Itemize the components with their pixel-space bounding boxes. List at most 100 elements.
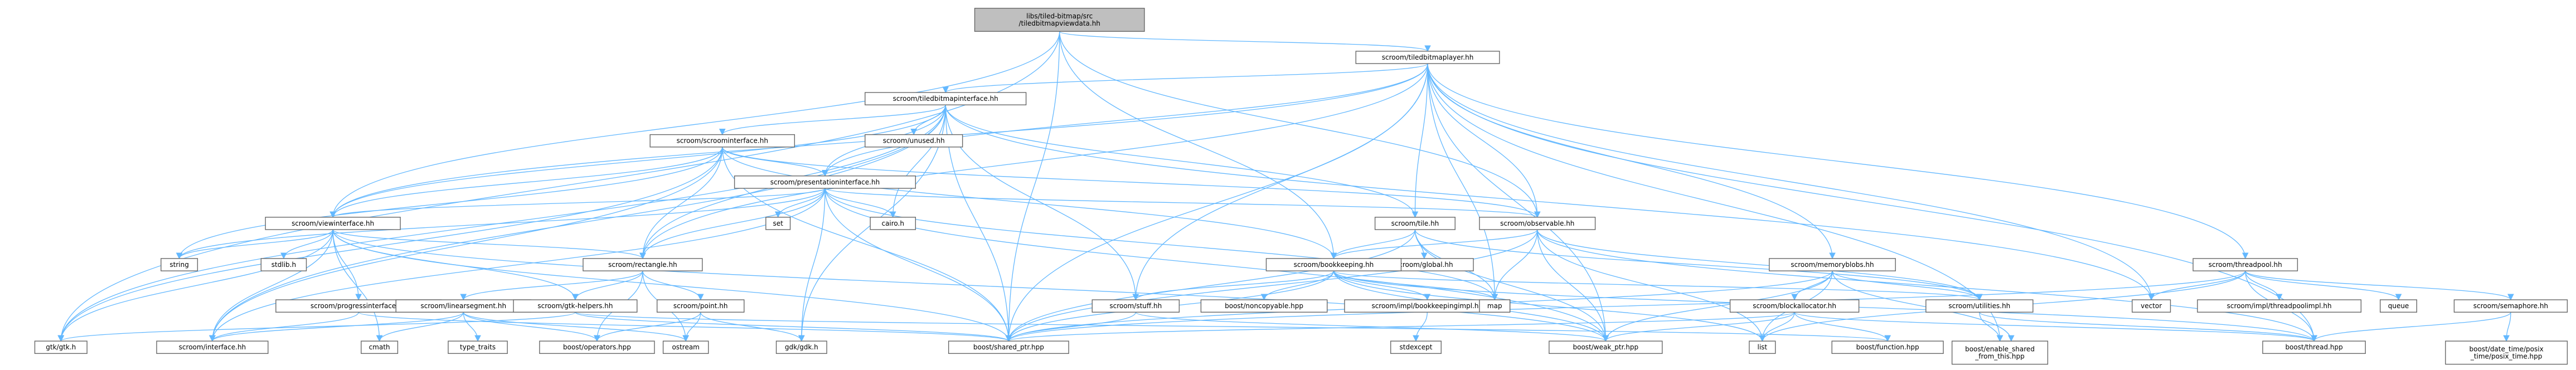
node-tiledbitmaplayer[interactable]: scroom/tiledbitmaplayer.hh	[1355, 51, 1500, 64]
node-gtk[interactable]: gtk/gtk.h	[34, 340, 88, 354]
edge-stuff-to-weak_ptr	[1135, 311, 1609, 342]
node-label: scroom/linearsegment.hh	[421, 302, 507, 310]
node-label: gdk/gdk.h	[785, 343, 818, 351]
edge-bookkeeping-to-bookkeepingimpl	[1333, 270, 1431, 301]
edge-presentationinterface-to-observable	[824, 188, 1541, 218]
edge-viewinterface-to-weak_ptr	[332, 230, 1609, 342]
node-blockallocator[interactable]: scroom/blockallocator.hh	[1729, 299, 1860, 313]
edge-blockallocator-to-weak_ptr	[1602, 311, 1795, 342]
node-viewinterface[interactable]: scroom/viewinterface.hh	[265, 217, 401, 230]
node-interface[interactable]: scroom/interface.hh	[156, 340, 269, 354]
edge-presentationinterface-to-gdk	[798, 188, 826, 342]
edge-memoryblobs-to-weak_ptr	[1602, 271, 1833, 342]
node-label: string	[169, 261, 188, 269]
node-presentationinterface[interactable]: scroom/presentationinterface.hh	[734, 175, 916, 189]
node-thread[interactable]: boost/thread.hpp	[2262, 340, 2366, 354]
edge-observable-to-map	[1491, 230, 1538, 301]
node-vector[interactable]: vector	[2132, 299, 2171, 313]
edge-root-to-tiledbitmaplayer	[1059, 31, 1431, 52]
node-threadpoolimpl[interactable]: scroom/impl/threadpoolimpl.hh	[2197, 299, 2362, 313]
node-observable[interactable]: scroom/observable.hh	[1479, 217, 1596, 230]
edge-scroominterface-to-bookkeeping	[722, 147, 1337, 260]
node-box	[2262, 340, 2366, 354]
node-gdk[interactable]: gdk/gdk.h	[775, 340, 827, 354]
node-stuff[interactable]: scroom/stuff.hh	[1091, 299, 1180, 313]
edge-threadpool-to-threadpoolimpl	[2245, 271, 2283, 301]
node-threadpool[interactable]: scroom/threadpool.hh	[2192, 258, 2298, 271]
node-label: cairo.h	[881, 220, 904, 227]
node-list[interactable]: list	[1749, 340, 1776, 354]
node-cmath[interactable]: cmath	[361, 340, 399, 354]
node-label: type_traits	[460, 343, 496, 351]
node-shared-ptr[interactable]: boost/shared_ptr.hpp	[948, 340, 1069, 354]
node-box	[1355, 51, 1500, 64]
edge-viewinterface-to-string	[176, 229, 333, 260]
node-operators[interactable]: boost/operators.hpp	[539, 340, 655, 354]
node-label: scroom/global.hh	[1395, 261, 1453, 269]
node-string[interactable]: string	[161, 258, 198, 271]
edge-tiledbitmaplayer-to-weak_ptr	[1427, 64, 1609, 342]
node-box	[1729, 299, 1860, 313]
node-root[interactable]: libs/tiled-bitmap/src/tiledbitmapviewdat…	[974, 8, 1145, 32]
edge-gtkhelpers-to-gtk	[57, 311, 576, 342]
node-enable-shared[interactable]: boost/enable_shared_from_this.hpp	[1951, 340, 2049, 365]
node-tile[interactable]: scroom/tile.hh	[1374, 217, 1456, 230]
node-label: list	[1758, 343, 1768, 351]
node-box	[1749, 340, 1776, 354]
node-label: boost/shared_ptr.hpp	[973, 343, 1044, 351]
node-ostream[interactable]: ostream	[662, 340, 709, 354]
node-memoryblobs[interactable]: scroom/memoryblobs.hh	[1769, 258, 1896, 271]
node-label: scroom/memoryblobs.hh	[1791, 261, 1874, 269]
node-bookkeeping[interactable]: scroom/bookkeeping.hh	[1265, 258, 1402, 271]
node-box	[1479, 217, 1596, 230]
node-set[interactable]: set	[765, 217, 791, 230]
node-weak-ptr[interactable]: boost/weak_ptr.hpp	[1549, 340, 1663, 354]
edge-presentationinterface-to-shared_ptr	[824, 188, 1012, 342]
edge-bookkeeping-to-stuff	[1132, 270, 1335, 301]
node-box	[865, 92, 1027, 105]
edge-semaphore-to-date_time	[2503, 312, 2511, 342]
node-scroominterface[interactable]: scroom/scroominterface.hh	[649, 134, 795, 148]
edge-point-to-ostream	[682, 312, 701, 342]
edge-viewinterface-to-interface	[209, 230, 333, 342]
node-label: scroom/interface.hh	[179, 343, 246, 351]
edge-presentationinterface-to-set	[774, 188, 826, 218]
edge-scroominterface-to-gtk	[57, 147, 723, 342]
node-rectangle[interactable]: scroom/rectangle.hh	[583, 258, 703, 271]
node-label: libs/tiled-bitmap/src	[1026, 12, 1093, 20]
node-type-traits[interactable]: type_traits	[448, 340, 508, 354]
node-label: /tiledbitmapviewdata.hh	[1018, 20, 1100, 27]
node-bookkeepingimpl[interactable]: scroom/impl/bookkeepingimpl.hh	[1344, 299, 1511, 313]
edge-tiledbitmaplayer-to-presentationinterface	[822, 64, 1428, 177]
node-stdexcept[interactable]: stdexcept	[1390, 340, 1442, 354]
node-map[interactable]: map	[1479, 299, 1511, 313]
node-tiledbitmapinterface[interactable]: scroom/tiledbitmapinterface.hh	[865, 92, 1027, 105]
node-date-time[interactable]: boost/date_time/posix_time/posix_time.hp…	[2445, 340, 2568, 365]
edge-tiledbitmapinterface-to-viewinterface	[329, 105, 946, 218]
node-function[interactable]: boost/function.hpp	[1831, 340, 1944, 354]
node-queue[interactable]: queue	[2380, 299, 2418, 313]
edge-tiledbitmapinterface-to-vector	[945, 105, 2155, 301]
edge-threadpool-to-queue	[2245, 270, 2402, 301]
node-box	[161, 258, 198, 271]
node-label: scroom/tiledbitmapinterface.hh	[893, 95, 998, 103]
edge-viewinterface-to-cmath	[332, 230, 383, 342]
edge-progressinterface-to-shared_ptr	[358, 311, 1012, 342]
node-label: scroom/tile.hh	[1391, 220, 1439, 227]
node-semaphore[interactable]: scroom/semaphore.hh	[2453, 299, 2568, 313]
node-cairo[interactable]: cairo.h	[870, 217, 916, 230]
node-stdlib[interactable]: stdlib.h	[260, 258, 307, 271]
nodes-layer: libs/tiled-bitmap/src/tiledbitmapviewdat…	[34, 8, 2568, 365]
edge-observable-to-weak_ptr	[1537, 230, 1609, 342]
node-noncopyable[interactable]: boost/noncopyable.hpp	[1200, 299, 1328, 313]
node-box	[1265, 258, 1402, 271]
node-linearsegment[interactable]: scroom/linearsegment.hh	[395, 299, 532, 313]
node-utilities[interactable]: scroom/utilities.hh	[1925, 299, 2034, 313]
node-label: map	[1487, 302, 1502, 310]
node-unused[interactable]: scroom/unused.hh	[865, 134, 963, 148]
node-gtkhelpers[interactable]: scroom/gtk-helpers.hh	[513, 299, 638, 313]
node-point[interactable]: scroom/point.hh	[656, 299, 745, 313]
edge-presentationinterface-to-string	[176, 188, 826, 260]
node-label: scroom/presentationinterface.hh	[770, 178, 880, 186]
edge-tiledbitmaplayer-to-thread	[1427, 64, 2317, 342]
